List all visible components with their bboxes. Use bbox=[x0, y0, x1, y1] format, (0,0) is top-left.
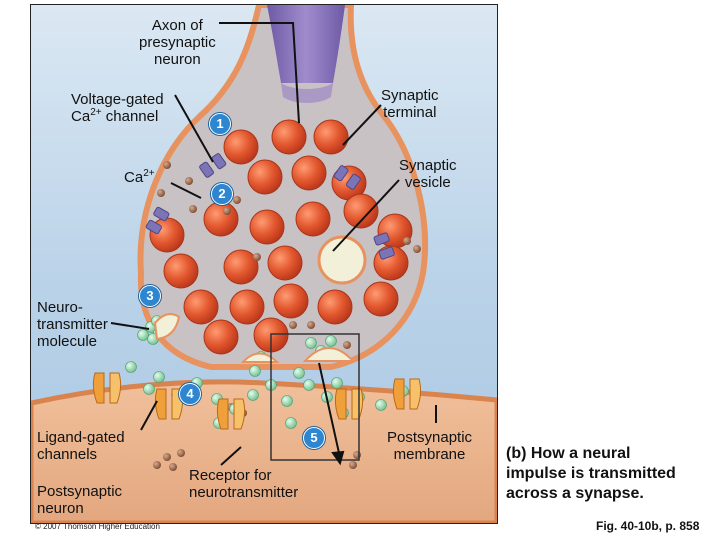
label-synaptic-terminal: Synaptic terminal bbox=[381, 87, 439, 121]
neurotransmitter-molecule bbox=[375, 399, 387, 411]
neurotransmitter-molecule bbox=[125, 361, 137, 373]
synaptic-vesicle bbox=[183, 289, 219, 325]
synaptic-vesicle bbox=[223, 249, 259, 285]
flow-arrows bbox=[318, 362, 345, 466]
label-neurotransmitter-molecule: Neuro- transmitter molecule bbox=[37, 299, 108, 350]
synapse-illustration bbox=[31, 5, 497, 523]
ligand-gated-channel bbox=[392, 378, 422, 410]
neurotransmitter-molecule bbox=[281, 395, 293, 407]
receptor-highlight-box bbox=[270, 333, 360, 461]
fusing-vesicle-bottom-left bbox=[240, 352, 280, 363]
calcium-ion bbox=[253, 253, 261, 261]
label-postsynaptic-membrane: Postsynaptic membrane bbox=[387, 429, 473, 463]
calcium-ion bbox=[353, 451, 361, 459]
synaptic-vesicle bbox=[249, 209, 285, 245]
neurotransmitter-molecule bbox=[293, 367, 305, 379]
synaptic-vesicle bbox=[363, 281, 399, 317]
calcium-ion bbox=[177, 449, 185, 457]
calcium-ion bbox=[163, 453, 171, 461]
neurotransmitter-molecule bbox=[153, 371, 165, 383]
figure-caption: (b) How a neural impulse is transmitted … bbox=[506, 445, 676, 502]
calcium-ion bbox=[169, 463, 177, 471]
calcium-ion bbox=[349, 461, 357, 469]
figure-reference: Fig. 40-10b, p. 858 bbox=[596, 519, 700, 533]
voltage-gated-ca-channel bbox=[333, 165, 361, 190]
neurotransmitter-molecule bbox=[249, 365, 261, 377]
neurotransmitter-molecule bbox=[325, 335, 337, 347]
synaptic-vesicle bbox=[229, 289, 265, 325]
calcium-ion bbox=[343, 341, 351, 349]
label-synaptic-vesicle: Synaptic vesicle bbox=[399, 157, 457, 191]
calcium-ion bbox=[403, 237, 411, 245]
synaptic-vesicle bbox=[317, 289, 353, 325]
synaptic-vesicle bbox=[343, 193, 379, 229]
label-ca-ion: Ca2+ bbox=[124, 168, 155, 187]
step-4-badge: 4 bbox=[179, 383, 201, 405]
step-3-badge: 3 bbox=[139, 285, 161, 307]
fusing-vesicle-left bbox=[153, 313, 181, 341]
calcium-ion bbox=[289, 321, 297, 329]
neurotransmitter-molecule bbox=[305, 337, 317, 349]
synaptic-vesicle bbox=[203, 201, 239, 237]
neurotransmitter-molecule bbox=[331, 377, 343, 389]
calcium-ion bbox=[413, 245, 421, 253]
synaptic-vesicle bbox=[163, 253, 199, 289]
fusing-vesicle-bottom-right bbox=[302, 347, 356, 362]
calcium-ion bbox=[185, 177, 193, 185]
leader-lines bbox=[110, 22, 437, 466]
docked-vesicle bbox=[317, 235, 367, 285]
synaptic-vesicle bbox=[313, 119, 349, 155]
voltage-gated-ca-channel bbox=[199, 153, 227, 178]
ligand-gated-channel bbox=[92, 372, 122, 404]
step-5-badge: 5 bbox=[303, 427, 325, 449]
calcium-ion bbox=[157, 189, 165, 197]
calcium-ion bbox=[233, 196, 241, 204]
neurotransmitter-molecule bbox=[137, 329, 149, 341]
step-2-badge: 2 bbox=[211, 183, 233, 205]
synaptic-vesicle bbox=[271, 119, 307, 155]
synaptic-vesicle bbox=[267, 245, 303, 281]
calcium-ion bbox=[307, 321, 315, 329]
copyright-notice: © 2007 Thomson Higher Education bbox=[35, 522, 160, 531]
neurotransmitter-molecule bbox=[143, 383, 155, 395]
step-1-badge: 1 bbox=[209, 113, 231, 135]
calcium-ion bbox=[189, 205, 197, 213]
calcium-ion bbox=[163, 161, 171, 169]
calcium-ion bbox=[223, 207, 231, 215]
synaptic-vesicles bbox=[149, 119, 413, 355]
neurotransmitter-molecule bbox=[285, 417, 297, 429]
synaptic-vesicle bbox=[295, 201, 331, 237]
label-voltage-gated-ca-channel: Voltage-gated Ca2+ channel bbox=[71, 91, 164, 125]
label-postsynaptic-neuron: Postsynaptic neuron bbox=[37, 483, 123, 517]
synaptic-vesicle bbox=[223, 129, 259, 165]
synaptic-vesicle bbox=[273, 283, 309, 319]
label-ligand-gated-channels: Ligand-gated channels bbox=[37, 429, 125, 463]
label-receptor: Receptor for neurotransmitter bbox=[189, 467, 299, 501]
voltage-gated-ca-channel bbox=[145, 206, 170, 235]
voltage-gated-ca-channel bbox=[373, 232, 395, 260]
synaptic-vesicle bbox=[247, 159, 283, 195]
neurotransmitter-molecule bbox=[303, 379, 315, 391]
axon-body bbox=[267, 5, 345, 83]
neurotransmitter-molecule bbox=[247, 389, 259, 401]
calcium-ion bbox=[153, 461, 161, 469]
ligand-gated-channel bbox=[216, 398, 246, 430]
synaptic-vesicle bbox=[203, 319, 239, 355]
label-axon: Axon of presynaptic neuron bbox=[139, 17, 216, 68]
synaptic-vesicle bbox=[291, 155, 327, 191]
receptor-for-neurotransmitter bbox=[334, 388, 364, 420]
figure-panel: Axon of presynaptic neuron Voltage-gated… bbox=[30, 4, 498, 524]
